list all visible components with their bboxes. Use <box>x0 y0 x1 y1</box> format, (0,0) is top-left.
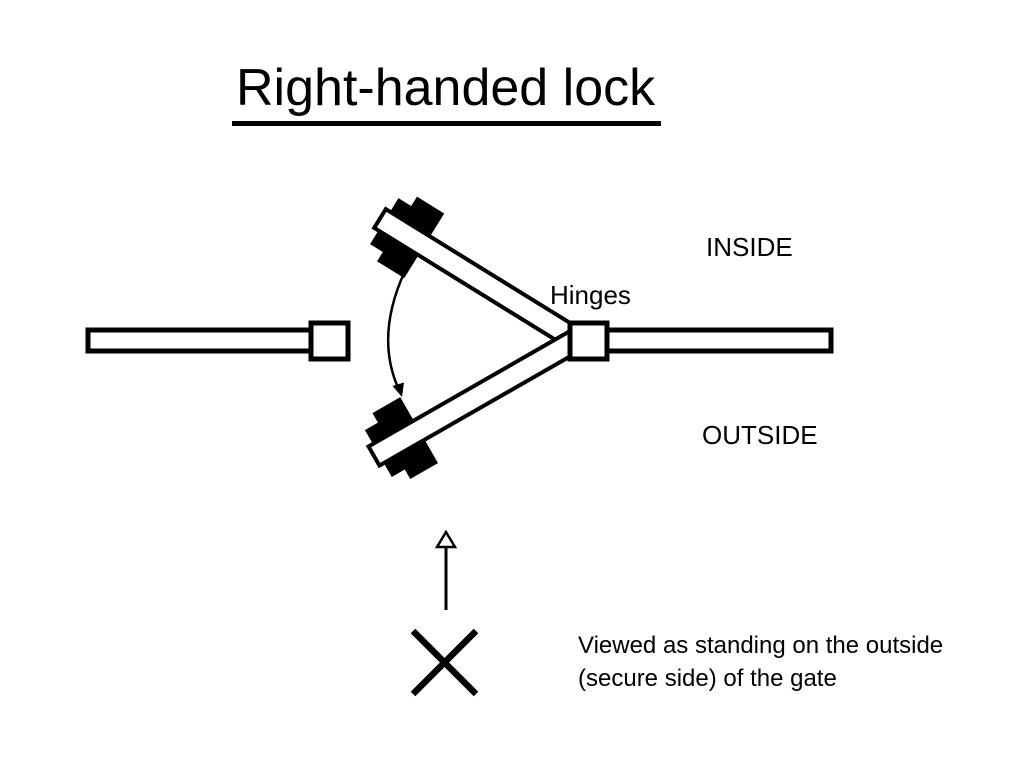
fence-right-rail <box>603 327 834 354</box>
gate-bar <box>371 206 585 352</box>
swing-arc-arrowhead-icon <box>392 382 404 397</box>
page-title: Right-handed lock <box>232 62 662 126</box>
fence-left-post <box>308 320 351 362</box>
fence-left-rail <box>85 327 315 354</box>
hinge-post <box>567 320 610 362</box>
swing-arc <box>386 270 407 393</box>
inside-label: INSIDE <box>706 232 793 262</box>
hinges-label: Hinges <box>550 280 631 310</box>
caption-line-2: (secure side) of the gate <box>578 665 837 692</box>
viewer-position-x-icon <box>410 628 479 697</box>
outside-label: OUTSIDE <box>702 420 818 450</box>
viewer-direction-arrow-icon <box>434 529 458 610</box>
caption-line-1: Viewed as standing on the outside <box>578 632 944 659</box>
viewer-caption: Viewed as standing on the outside (secur… <box>578 629 943 695</box>
